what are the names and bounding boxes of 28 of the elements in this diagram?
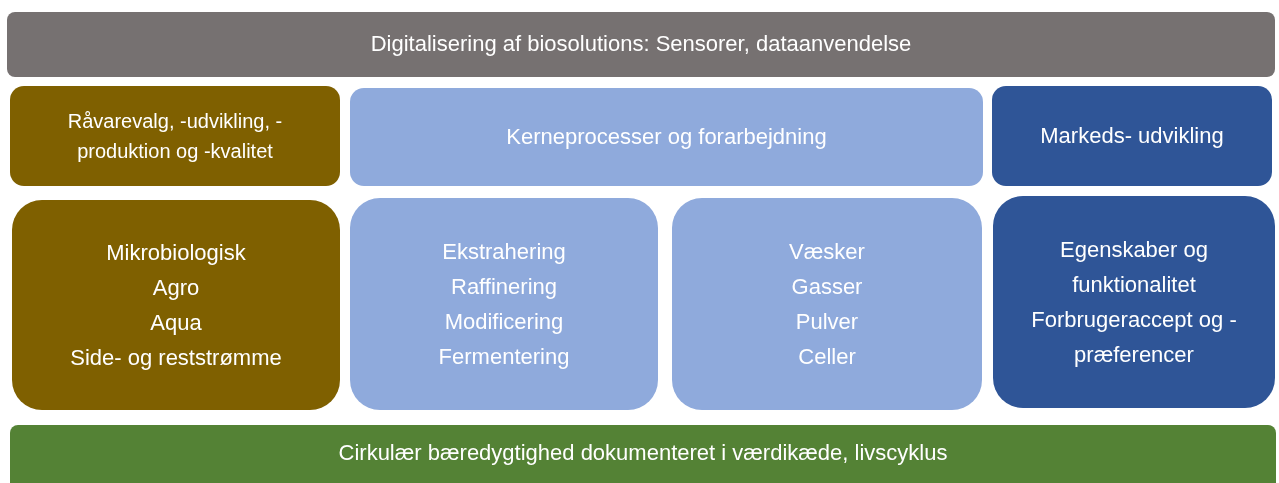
box-text: Aqua [150, 309, 202, 337]
box-text: Side- og reststrømme [70, 344, 282, 373]
box-text: Digitalisering af biosolutions: Sensorer, dataanvendelse [370, 30, 912, 59]
box-text: Egenskaber og funktionalitet [1059, 235, 1209, 299]
box-text: Råvarevalg, -udvikling, -produktion og -kvalitet [66, 109, 284, 164]
box-text: Pulver [795, 308, 859, 336]
category-box [10, 425, 1276, 483]
box-text: Fermentering [438, 343, 570, 372]
box-text: Mikrobiologisk [106, 238, 246, 267]
box-text: Raffinering [451, 272, 557, 301]
category-box [350, 198, 658, 410]
category-box [12, 200, 340, 410]
box-text: Væsker [789, 237, 865, 266]
box-text: Ekstrahering [442, 237, 566, 266]
category-box [10, 86, 340, 186]
category-box [992, 86, 1272, 186]
box-text: Celler [798, 343, 856, 372]
box-text: Forbrugeraccept og -præferencer [1030, 306, 1238, 370]
box-text: Kerneprocesser og forarbejdning [506, 122, 827, 151]
category-box [993, 196, 1275, 408]
box-text: Markeds- udvikling [1040, 121, 1224, 150]
box-text: Agro [152, 273, 200, 302]
category-box [672, 198, 982, 410]
category-box [7, 12, 1275, 77]
box-text: Gasser [791, 272, 863, 301]
category-box [350, 88, 983, 186]
box-text: Modificering [444, 308, 564, 336]
box-text: Cirkulær bæredygtighed dokumenteret i værdikæde, livscyklus [338, 439, 948, 467]
